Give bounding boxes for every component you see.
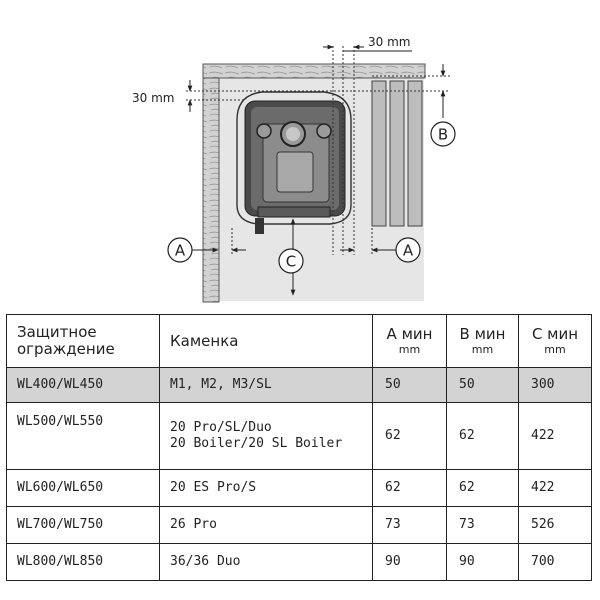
- cell-c: 700: [518, 543, 592, 581]
- header-heater: Каменка: [159, 314, 373, 368]
- cell-heater: 26 Pro: [159, 506, 373, 544]
- cell-c: 300: [518, 367, 592, 403]
- label-c: C: [286, 253, 296, 271]
- clearance-outline: [236, 91, 352, 225]
- wall-top: [202, 63, 426, 79]
- cell-heater: 20 Pro/SL/Duo 20 Boiler/20 SL Boiler: [159, 402, 373, 470]
- table-row: WL600/WL650 20 ES Pro/S 62 62 422: [6, 469, 592, 507]
- dim-a-left: A: [167, 237, 246, 263]
- cell-a: 62: [372, 402, 447, 470]
- cell-heater: 36/36 Duo: [159, 543, 373, 581]
- cell-a: 50: [372, 367, 447, 403]
- table-row: WL400/WL450 M1, M2, M3/SL 50 50 300: [6, 367, 592, 403]
- cell-guard: WL800/WL850: [6, 543, 160, 581]
- safety-guard-rails: [371, 80, 423, 227]
- label-a-left: A: [175, 242, 186, 260]
- dim-b: B: [430, 64, 456, 147]
- header-a-unit: mm: [398, 343, 421, 356]
- dim-top-label: 30 mm: [368, 35, 410, 49]
- header-b-unit: mm: [471, 343, 494, 356]
- cell-b: 73: [446, 506, 519, 544]
- dim-a-right: A: [340, 237, 421, 263]
- table-row: WL700/WL750 26 Pro 73 73 526: [6, 506, 592, 544]
- cell-b: 62: [446, 469, 519, 507]
- table-row: WL500/WL550 20 Pro/SL/Duo 20 Boiler/20 S…: [6, 402, 592, 470]
- cell-guard: WL700/WL750: [6, 506, 160, 544]
- header-guard: Защитное ограждение: [6, 314, 160, 368]
- cell-a: 90: [372, 543, 447, 581]
- cell-a: 73: [372, 506, 447, 544]
- label-b: B: [438, 126, 448, 144]
- label-a-right: A: [403, 242, 414, 260]
- dim-top: 30 mm: [323, 35, 412, 52]
- cell-b: 90: [446, 543, 519, 581]
- dim-c: C: [278, 218, 304, 296]
- cell-b: 62: [446, 402, 519, 470]
- cell-c: 422: [518, 402, 592, 470]
- dim-left: 30 mm: [132, 80, 193, 112]
- cell-heater: 20 ES Pro/S: [159, 469, 373, 507]
- cell-heater: M1, M2, M3/SL: [159, 367, 373, 403]
- cell-b: 50: [446, 367, 519, 403]
- cell-guard: WL400/WL450: [6, 367, 160, 403]
- installation-diagram: 30 mm 30 mm B A A C: [132, 35, 456, 303]
- cell-c: 526: [518, 506, 592, 544]
- clearance-lines: [186, 46, 450, 255]
- cell-guard: WL600/WL650: [6, 469, 160, 507]
- header-c-unit: mm: [544, 343, 566, 356]
- table-row: WL800/WL850 36/36 Duo 90 90 700: [6, 543, 592, 581]
- cell-c: 422: [518, 469, 592, 507]
- dim-left-label: 30 mm: [132, 91, 174, 105]
- cell-a: 62: [372, 469, 447, 507]
- cell-guard: WL500/WL550: [6, 402, 160, 470]
- heater: [244, 100, 346, 234]
